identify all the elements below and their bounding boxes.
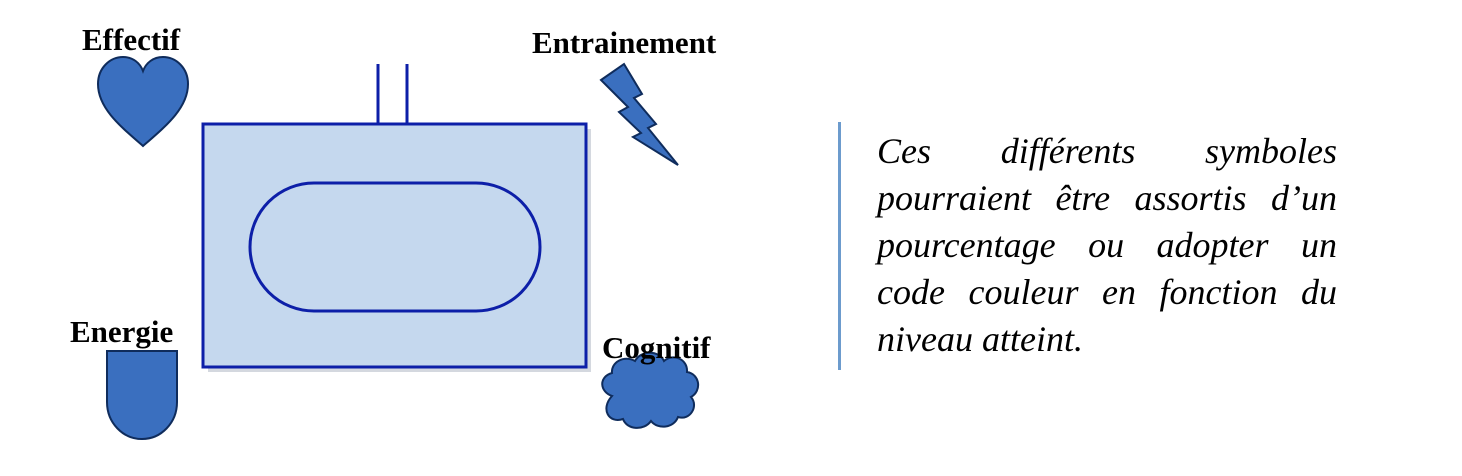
label-energie: Energie	[70, 314, 174, 349]
cloud-icon	[601, 351, 699, 429]
heart-icon	[96, 55, 190, 148]
label-cognitif: Cognitif	[602, 330, 711, 365]
device-connector	[376, 64, 409, 125]
note-text: Ces différents symboles pourraient être …	[877, 131, 1337, 359]
note-callout: Ces différents symboles pourraient être …	[838, 122, 1338, 370]
lightning-icon	[599, 62, 679, 166]
battery-icon	[106, 350, 178, 441]
label-entrainement: Entrainement	[532, 25, 717, 60]
device-screen	[248, 181, 542, 313]
label-effectif: Effectif	[82, 22, 181, 57]
